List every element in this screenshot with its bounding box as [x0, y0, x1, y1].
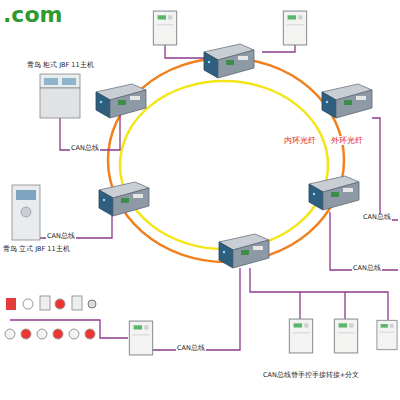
- ring-label: 外环光纤: [330, 136, 364, 145]
- cabinet-host: [40, 74, 80, 118]
- bus-label: CAN总线: [46, 233, 76, 240]
- host-label: 青鸟 立式 JBF 11主机: [2, 246, 71, 253]
- bus-label: CAN总线: [70, 145, 100, 152]
- fiber-converter: [204, 44, 254, 78]
- fiber-converter: [219, 234, 269, 268]
- distribution-panel: [334, 319, 357, 353]
- distribution-panel: [129, 321, 152, 355]
- bus-label: CAN总线替手控手接转接+分文: [262, 372, 360, 379]
- inner-fiber-ring: [120, 81, 328, 249]
- bus-label: CAN总线: [362, 214, 392, 221]
- bus-label: CAN总线: [352, 265, 382, 272]
- can-bus-wires: [10, 44, 398, 352]
- watermark: .com: [2, 2, 63, 27]
- distribution-panel: [377, 320, 397, 349]
- distribution-panel: [289, 319, 312, 353]
- fiber-converter: [99, 182, 149, 216]
- fiber-converter: [322, 84, 372, 118]
- fiber-converter: [96, 84, 146, 118]
- standing-host: [12, 185, 40, 240]
- distribution-panel: [153, 11, 176, 45]
- ring-label: 内环光纤: [283, 136, 317, 145]
- bus-label: CAN总线: [176, 345, 206, 352]
- host-label: 青鸟 柜式 JBF 11主机: [26, 62, 95, 69]
- distribution-panel: [283, 11, 306, 45]
- detector-symbols: [5, 296, 96, 339]
- fiber-converter: [309, 176, 359, 210]
